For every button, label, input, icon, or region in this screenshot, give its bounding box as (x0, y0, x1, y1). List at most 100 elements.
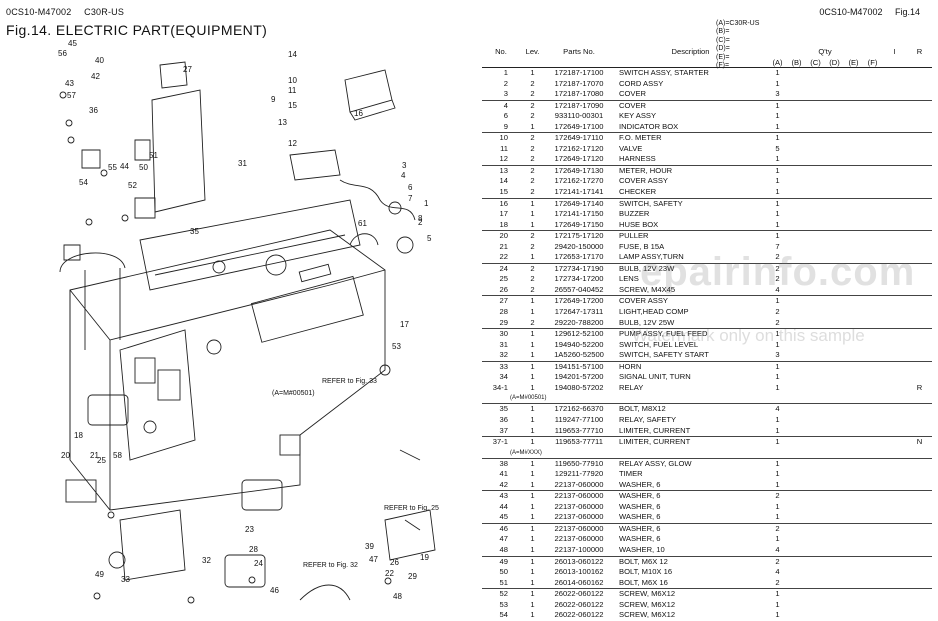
description: SIGNAL UNIT, TURN (619, 372, 691, 382)
qty-c (806, 555, 825, 568)
level: 1 (530, 469, 535, 479)
exploded-parts-diagram: 6014101191213151637273445564043574236445… (0, 27, 478, 621)
lower-light (224, 554, 266, 588)
col-i: I (893, 47, 896, 56)
remark-r (907, 360, 933, 373)
qty-a: 1 (768, 132, 787, 144)
item-number: 2 (503, 78, 508, 88)
qty-e (844, 350, 863, 361)
level: 1 (520, 436, 545, 448)
callout-31: 31 (238, 159, 247, 168)
qty-e (844, 122, 863, 133)
qty-e (844, 567, 863, 578)
description: CORD ASSY (619, 78, 664, 88)
col-qty-b: (B) (787, 57, 806, 68)
qty-b (787, 220, 806, 231)
qty-c (806, 230, 825, 242)
remark-r (907, 187, 932, 198)
qty-e (844, 578, 863, 589)
qty-f (863, 209, 882, 220)
callout-33: 33 (121, 575, 130, 584)
level: 1 (520, 66, 545, 79)
description: LIGHT,HEAD COMP (619, 307, 689, 317)
part-number: 194940-52200 (554, 339, 604, 349)
callout-21: 21 (90, 451, 99, 460)
item-number: 37-1 (482, 436, 520, 448)
qty-f (863, 66, 883, 79)
interchange-i (882, 545, 907, 556)
qty-e (844, 187, 863, 198)
remark-r (907, 164, 933, 177)
interchange-i (882, 89, 907, 100)
item-number: 30 (482, 328, 520, 340)
watermark-note: Watermark only on this sample (632, 326, 865, 345)
interchange-i (882, 79, 907, 90)
qty-f (863, 197, 883, 210)
qty-f (863, 415, 882, 426)
remark-r (907, 545, 932, 556)
part-number: 1A5260-52500 (554, 350, 604, 360)
callout-25: 25 (97, 456, 106, 465)
interchange-i (882, 360, 908, 373)
remark-r (907, 328, 933, 340)
item-number: 11 (500, 143, 508, 153)
interchange-i (882, 340, 907, 351)
item-number: 36 (499, 414, 508, 424)
callout-16: 16 (354, 109, 363, 118)
item-number: 41 (499, 469, 508, 479)
part-number: 172649-17120 (554, 154, 604, 164)
legend-c: (C)= (716, 36, 730, 44)
qty-f (863, 220, 882, 231)
qty-e (844, 111, 863, 122)
callout-53: 53 (392, 342, 401, 351)
callout-61: 61 (358, 219, 367, 228)
interchange-i (882, 132, 908, 144)
description: BOLT, M8X12 (613, 403, 768, 415)
interchange-i (882, 154, 907, 165)
qty-e (844, 415, 863, 426)
part-number: 194201-57200 (554, 372, 604, 382)
handle-rail (59, 252, 126, 273)
qty-d (825, 522, 844, 535)
item-number: 44 (499, 501, 508, 511)
ref-fig25: REFER to Fig. 25 (384, 505, 439, 512)
fuse-box (65, 479, 97, 503)
parts-list: No. Lev. Parts No. Description Q'ty I R … (482, 46, 933, 621)
qty-d (825, 578, 844, 589)
description: WASHER, 6 (619, 534, 661, 544)
level: 1 (530, 350, 535, 360)
remark-r (907, 426, 932, 437)
qty-b (787, 79, 806, 90)
interchange-i (882, 512, 907, 523)
qty-e (844, 176, 863, 187)
qty-e (844, 555, 863, 568)
item-number: 34 (499, 372, 508, 382)
qty-d (825, 66, 844, 79)
qty-f (863, 545, 882, 556)
qty-d (825, 372, 844, 383)
remark-r (907, 350, 932, 361)
qty-b (787, 262, 806, 275)
description: FUSE, B 15A (619, 241, 665, 251)
level: 2 (520, 132, 545, 144)
qty-e (844, 610, 863, 621)
description: HORN (613, 360, 768, 373)
part-number: 172187-17090 (545, 99, 613, 112)
remark-r (907, 144, 932, 155)
level: 1 (520, 522, 545, 535)
interchange-i (882, 164, 908, 177)
qty-a: 2 (775, 252, 780, 262)
item-number: 32 (499, 350, 508, 360)
part-number: 26014-060162 (554, 577, 604, 587)
qty-c (806, 588, 825, 600)
description: COVER ASSY (613, 295, 768, 308)
item-number: 33 (482, 360, 520, 373)
interchange-i (882, 307, 907, 318)
head-light (241, 479, 283, 511)
qty-f (863, 372, 882, 383)
qty-e (844, 230, 863, 242)
